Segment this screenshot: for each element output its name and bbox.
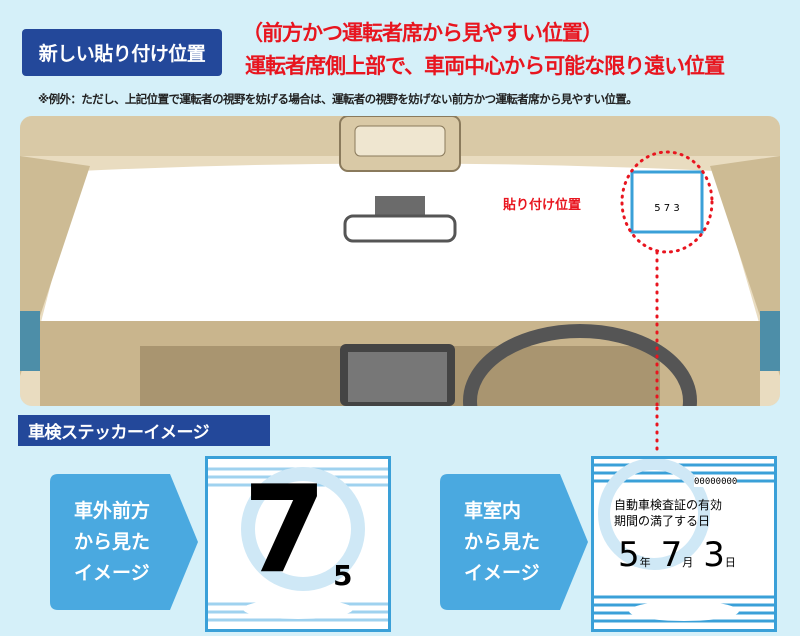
caption-line: 自動車検査証の有効 (614, 498, 723, 512)
day-unit: 日 (724, 556, 736, 569)
caption-line: 期間の満了する日 (614, 514, 711, 528)
section-title: 車検ステッカーイメージ (18, 415, 270, 446)
headline-line2: 運転者席側上部で、車両中心から可能な限り遠い位置 (245, 54, 725, 78)
interior-label: 車室内 から見た イメージ (440, 474, 590, 610)
small-year-number: 5 (333, 559, 353, 592)
year-unit: 年 (639, 556, 651, 569)
month-value: 7 (660, 535, 683, 575)
year-value: 5 (618, 535, 640, 575)
month-unit: 月 (682, 556, 694, 569)
label-line: から見た (74, 530, 151, 553)
position-label: 貼り付け位置 (503, 198, 582, 213)
serial-number: 00000000 (694, 477, 738, 487)
day-value: 3 (703, 535, 725, 575)
expiry-caption: 自動車検査証の有効 期間の満了する日 (614, 497, 722, 529)
label-line: 車室内 (464, 499, 522, 522)
car-interior-illustration: 5 7 3 (20, 116, 780, 406)
exterior-label: 車外前方 から見た イメージ (50, 474, 200, 610)
label-line: イメージ (464, 561, 540, 584)
exterior-sticker: 7 5 (205, 456, 391, 632)
label-line: イメージ (74, 561, 150, 584)
svg-text:5 7 3: 5 7 3 (654, 203, 679, 214)
label-line: から見た (464, 530, 541, 553)
big-month-number: 7 (243, 461, 327, 600)
exception-note: ※例外：ただし、上記位置で運転者の視野を妨げる場合は、運転者の視野を妨げない前方… (38, 92, 638, 106)
interior-label-arrow (440, 474, 588, 610)
headline-line1: （前方かつ運転者席から見やすい位置） (242, 21, 603, 45)
title-badge: 新しい貼り付け位置 (22, 29, 222, 76)
label-line: 車外前方 (74, 499, 151, 522)
exterior-label-arrow (50, 474, 198, 610)
